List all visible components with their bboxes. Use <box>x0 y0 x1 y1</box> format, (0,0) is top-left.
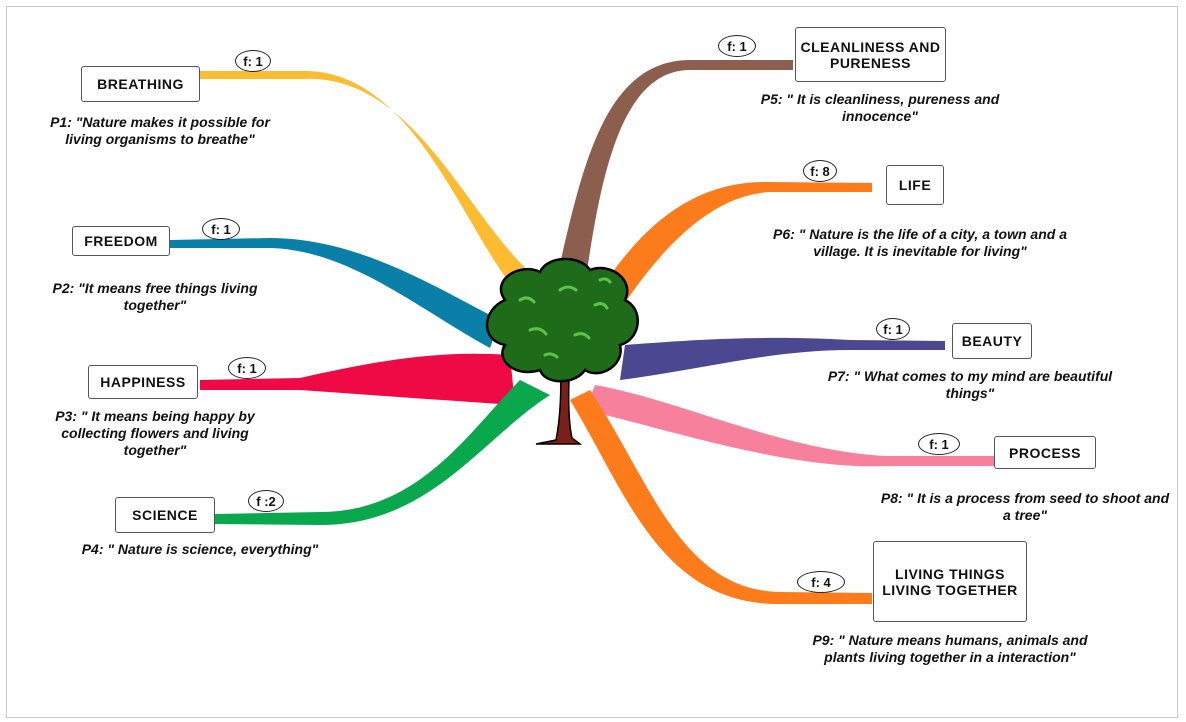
branch-process <box>585 385 995 467</box>
quote-p7: P7: " What comes to my mind are beautifu… <box>827 368 1113 401</box>
quote-p6: P6: " Nature is the life of a city, a to… <box>773 226 1067 259</box>
node-cleanliness: CLEANLINESS AND PURENESS <box>795 27 946 82</box>
quote-p5: P5: " It is cleanliness, pureness and in… <box>760 91 1000 124</box>
branch-freedom <box>170 238 500 348</box>
tree-highlights <box>518 277 612 359</box>
quote-p3: P3: " It means being happy by collecting… <box>55 408 255 458</box>
node-freedom: FREEDOM <box>72 226 170 256</box>
quote-p4: P4: " Nature is science, everything" <box>81 541 319 557</box>
quote-p9: P9: " Nature means humans, animals and p… <box>812 632 1088 665</box>
branch-beauty <box>620 337 945 380</box>
node-breathing: BREATHING <box>81 66 200 102</box>
quote-p8: P8: " It is a process from seed to shoot… <box>880 490 1170 523</box>
branch-living <box>570 390 872 605</box>
diagram-frame <box>6 6 1178 718</box>
node-science: SCIENCE <box>115 497 215 533</box>
freq-badge-process: f: 1 <box>918 433 960 455</box>
branch-science <box>215 380 550 525</box>
freq-badge-freedom: f: 1 <box>202 218 240 240</box>
freq-badge-happiness: f: 1 <box>228 357 266 379</box>
branch-cleanliness <box>555 60 793 285</box>
freq-badge-breathing: f: 1 <box>235 50 271 72</box>
node-life: LIFE <box>886 165 944 205</box>
freq-badge-cleanliness: f: 1 <box>718 35 756 57</box>
branch-happiness <box>200 353 515 405</box>
freq-badge-life: f: 8 <box>803 160 837 182</box>
node-process: PROCESS <box>994 436 1096 469</box>
quote-p1: P1: "Nature makes it possible for living… <box>50 114 270 147</box>
node-living: LIVING THINGS LIVING TOGETHER <box>873 541 1027 622</box>
freq-badge-living: f: 4 <box>797 571 845 593</box>
tree-canopy <box>485 257 639 383</box>
tree-icon <box>485 257 639 445</box>
node-beauty: BEAUTY <box>952 323 1032 359</box>
node-happiness: HAPPINESS <box>88 365 198 399</box>
quote-p2: P2: "It means free things living togethe… <box>52 280 258 313</box>
freq-badge-beauty: f: 1 <box>876 318 910 340</box>
tree-trunk <box>535 361 583 445</box>
freq-badge-science: f :2 <box>248 490 284 512</box>
